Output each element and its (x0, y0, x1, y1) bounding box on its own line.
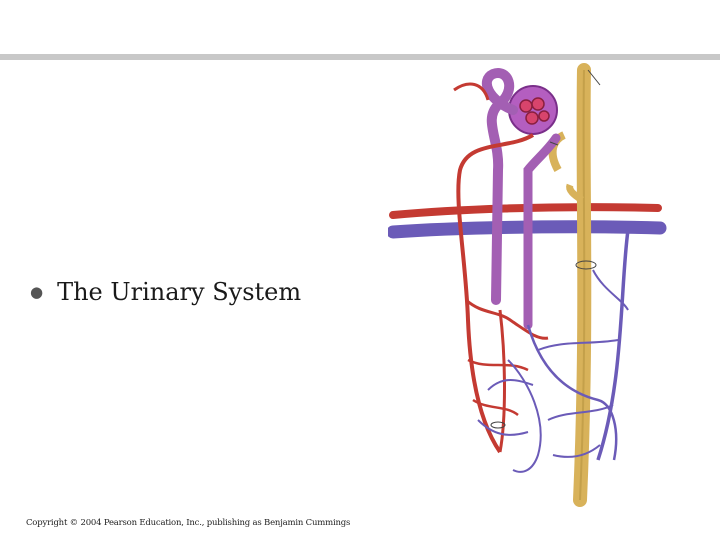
bullet-text: The Urinary System (57, 278, 302, 306)
bullet-item: ● The Urinary System (30, 278, 301, 306)
nephron-illustration (388, 63, 667, 507)
copyright-notice: Copyright © 2004 Pearson Education, Inc.… (26, 518, 351, 528)
bullet-dot-icon: ● (30, 283, 44, 301)
top-divider (0, 54, 720, 60)
